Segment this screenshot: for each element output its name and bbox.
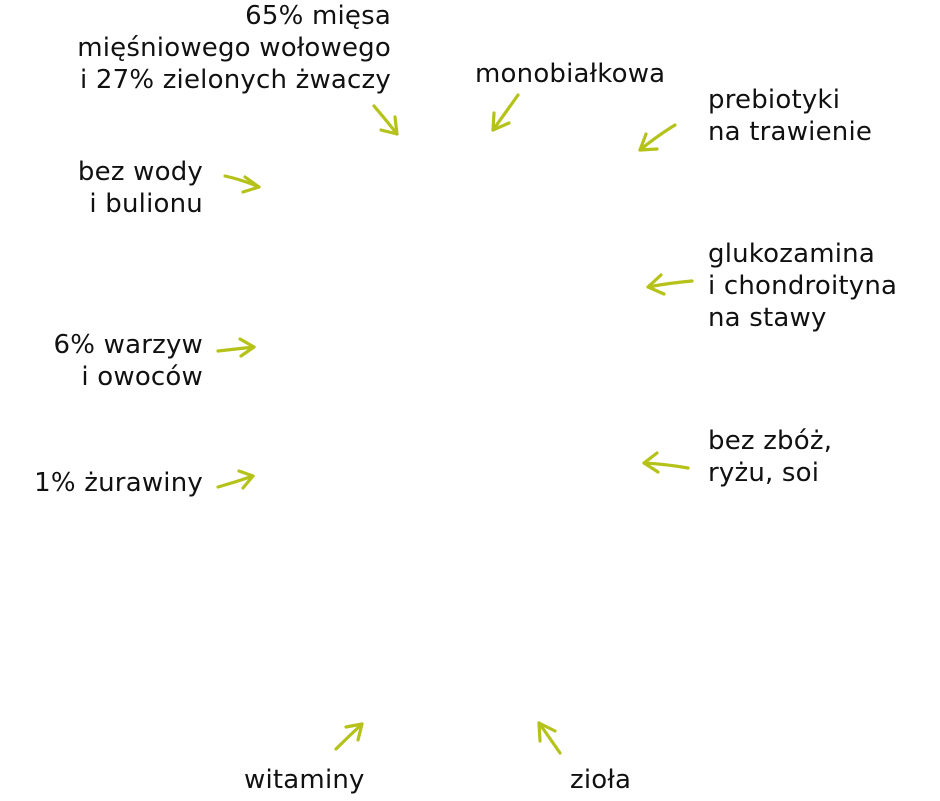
arrow-prebiotics-shaft <box>638 123 677 152</box>
arrow-glucosamine <box>646 273 694 296</box>
label-glucosamine-line-3: na stawy <box>708 303 827 333</box>
arrow-vitamins-shaft <box>334 722 364 751</box>
arrow-vitamins <box>334 722 364 751</box>
arrow-cranberry-shaft <box>216 474 255 489</box>
arrow-cranberry-head <box>237 469 255 490</box>
label-vegetables-line-2: i owoców <box>81 362 203 392</box>
arrow-herbs-shaft <box>537 721 562 755</box>
label-herbs-line-1: zioła <box>570 765 632 795</box>
label-cranberry-line-1: 1% żurawiny <box>34 468 203 498</box>
label-meat-line-3: i 27% zielonych żwaczy <box>79 65 391 95</box>
label-glucosamine-line-1: glukozamina <box>708 239 875 269</box>
label-vegetables: 6% warzyw i owoców <box>54 329 204 393</box>
arrow-glucosamine-head <box>646 273 666 296</box>
label-mono-line-1: monobiałkowa <box>475 59 666 89</box>
arrow-meat-shaft <box>372 104 399 136</box>
label-vegetables-line-1: 6% warzyw <box>53 330 203 360</box>
label-no-water: bez wody i bulionu <box>78 156 203 220</box>
label-mono: monobiałkowa <box>475 58 665 90</box>
arrow-no-water-shaft <box>223 174 261 189</box>
arrow-no-water <box>223 174 261 194</box>
label-prebiotics: prebiotyki na trawienie <box>708 84 872 148</box>
label-no-water-line-2: i bulionu <box>89 189 203 219</box>
label-vitamins: witaminy <box>244 764 365 796</box>
label-grain-free-line-2: ryżu, soi <box>708 458 820 488</box>
label-meat: 65% mięsa mięśniowego wołowego i 27% zie… <box>77 0 391 96</box>
label-vitamins-line-1: witaminy <box>244 765 365 795</box>
arrow-vegetables-shaft <box>216 345 256 353</box>
arrow-no-water-head <box>241 175 261 194</box>
label-meat-line-2: mięśniowego wołowego <box>77 33 391 63</box>
label-grain-free-line-1: bez zbóż, <box>708 426 833 456</box>
label-prebiotics-line-2: na trawienie <box>708 117 873 147</box>
arrow-grain-free-shaft <box>642 461 690 470</box>
label-herbs: zioła <box>570 764 631 796</box>
arrow-prebiotics-head <box>638 132 659 152</box>
label-no-water-line-1: bez wody <box>77 157 203 187</box>
arrow-prebiotics <box>638 123 677 152</box>
arrow-grain-free <box>642 451 690 474</box>
label-prebiotics-line-1: prebiotyki <box>708 85 841 115</box>
arrow-mono-head <box>491 111 511 132</box>
arrow-herbs-head <box>537 721 557 743</box>
arrow-vegetables-head <box>238 337 256 358</box>
label-meat-line-1: 65% mięsa <box>245 1 391 31</box>
label-grain-free: bez zbóż, ryżu, soi <box>708 425 832 489</box>
label-glucosamine: glukozamina i chondroityna na stawy <box>708 238 897 334</box>
arrow-vitamins-head <box>344 722 364 742</box>
arrow-vegetables <box>216 337 256 358</box>
arrow-mono-shaft <box>491 93 520 132</box>
arrow-glucosamine-shaft <box>646 279 694 289</box>
arrow-meat-head <box>379 115 399 136</box>
arrow-herbs <box>537 721 562 755</box>
arrow-mono <box>491 93 520 132</box>
label-cranberry: 1% żurawiny <box>34 467 203 499</box>
arrow-meat <box>372 104 399 136</box>
label-glucosamine-line-2: i chondroityna <box>708 271 898 301</box>
arrow-grain-free-head <box>642 451 660 474</box>
arrow-cranberry <box>216 469 255 490</box>
